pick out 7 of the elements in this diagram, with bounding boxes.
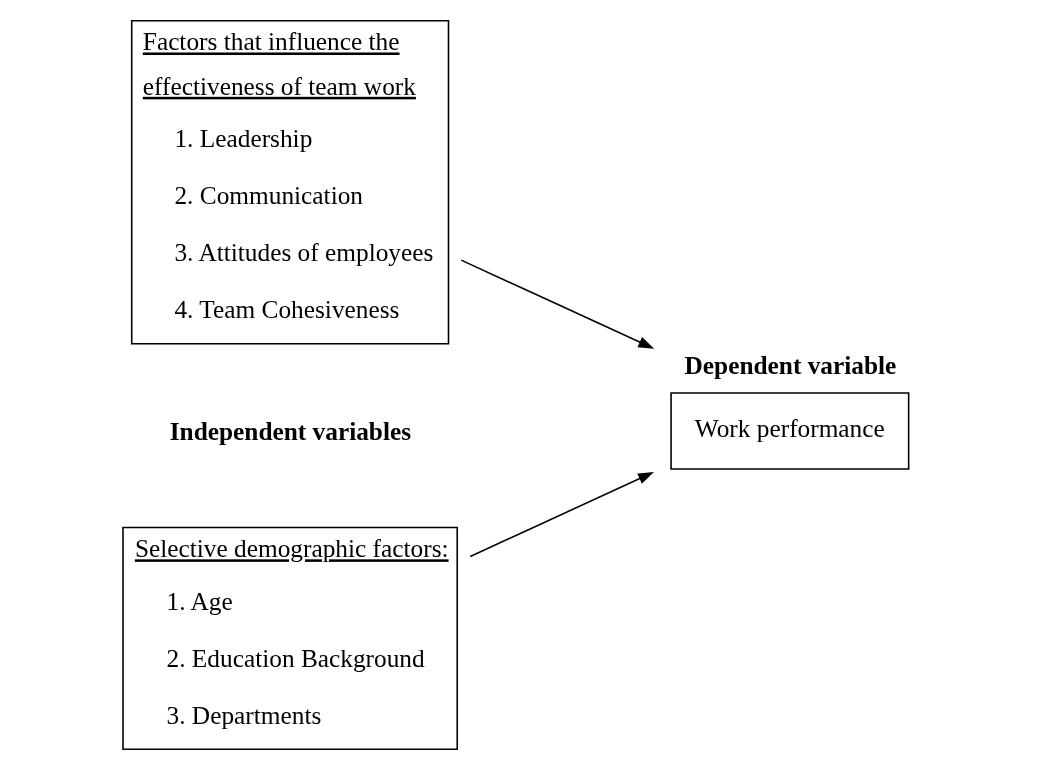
node-box: Selective demographic factors: 1. Age 2. Education Background 3. Departments bbox=[122, 526, 459, 751]
arrow bbox=[460, 259, 655, 349]
node-box: Work performance bbox=[670, 392, 910, 470]
node-box: Factors that influence the effectiveness of team work 1. Leadership 2. Communication 3. Attitudes of employees 4. Team Cohesiveness bbox=[130, 19, 450, 345]
label: Independent variables bbox=[169, 417, 412, 446]
arrow bbox=[469, 472, 654, 558]
node-label: Dependent variable bbox=[684, 350, 897, 379]
